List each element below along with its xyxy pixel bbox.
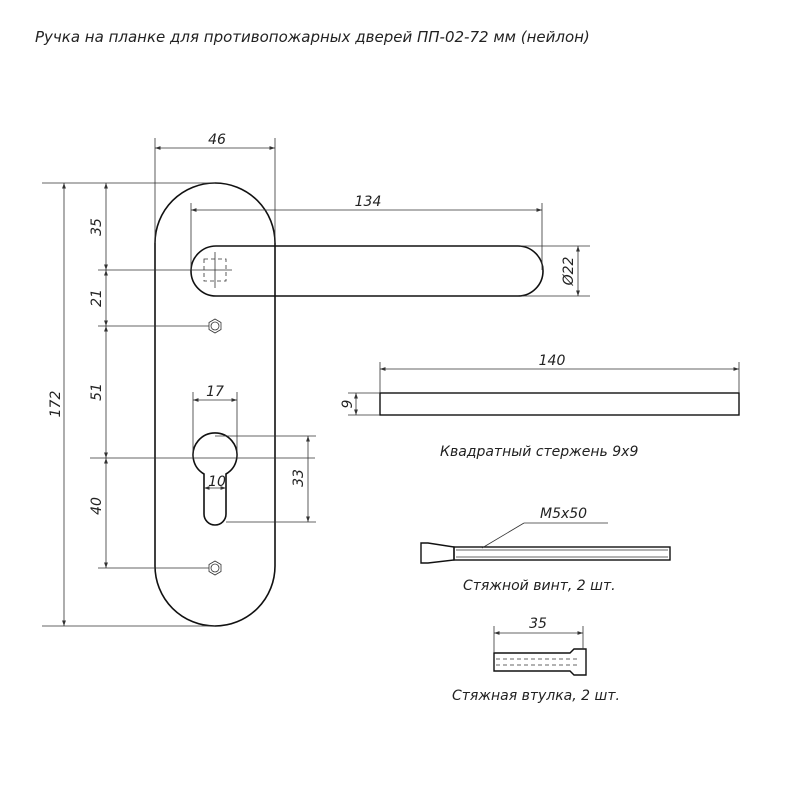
- dim-rod-section: 9: [340, 399, 356, 408]
- dim-spindle-to-screw: 21: [89, 289, 105, 307]
- square-rod: [379, 392, 740, 416]
- handle-dimensions: 46 134 Ø22 172 35 21 51 40 17: [42, 132, 590, 627]
- screw-label: Стяжной винт, 2 шт.: [463, 578, 616, 594]
- square-rod-drawing: 140 9 Квадратный стержень 9x9: [340, 353, 740, 460]
- dim-cylinder-to-screw: 40: [89, 497, 105, 515]
- dim-sleeve-length: 35: [529, 616, 547, 632]
- dim-cylinder-slot: 10: [208, 474, 226, 490]
- dim-top-to-spindle: 35: [89, 218, 105, 236]
- dim-cylinder-height: 33: [291, 469, 307, 487]
- sleeve: [493, 648, 587, 676]
- dim-plate-width: 46: [208, 132, 226, 148]
- dim-lever-length: 134: [355, 194, 382, 210]
- dim-rod-length: 140: [539, 353, 566, 369]
- square-rod-label: Квадратный стержень 9x9: [440, 444, 638, 460]
- screw-head: [420, 542, 455, 564]
- dim-lever-diameter: Ø22: [561, 256, 577, 286]
- lever: [190, 245, 544, 297]
- dim-cylinder-width: 17: [206, 384, 224, 400]
- dim-screw-to-cylinder: 51: [89, 383, 105, 401]
- screw-spec: M5x50: [540, 506, 587, 522]
- top-screw-hole: [208, 318, 222, 334]
- screw-drawing: M5x50 Стяжной винт, 2 шт.: [420, 506, 671, 594]
- back-plate: [154, 182, 276, 627]
- sleeve-label: Стяжная втулка, 2 шт.: [452, 688, 620, 704]
- sleeve-drawing: 35 Стяжная втулка, 2 шт.: [452, 616, 620, 704]
- drawing-title: Ручка на планке для противопожарных двер…: [35, 28, 590, 46]
- dim-total-height: 172: [48, 391, 64, 418]
- bottom-screw-hole: [208, 560, 222, 576]
- screw-shaft: [453, 546, 671, 561]
